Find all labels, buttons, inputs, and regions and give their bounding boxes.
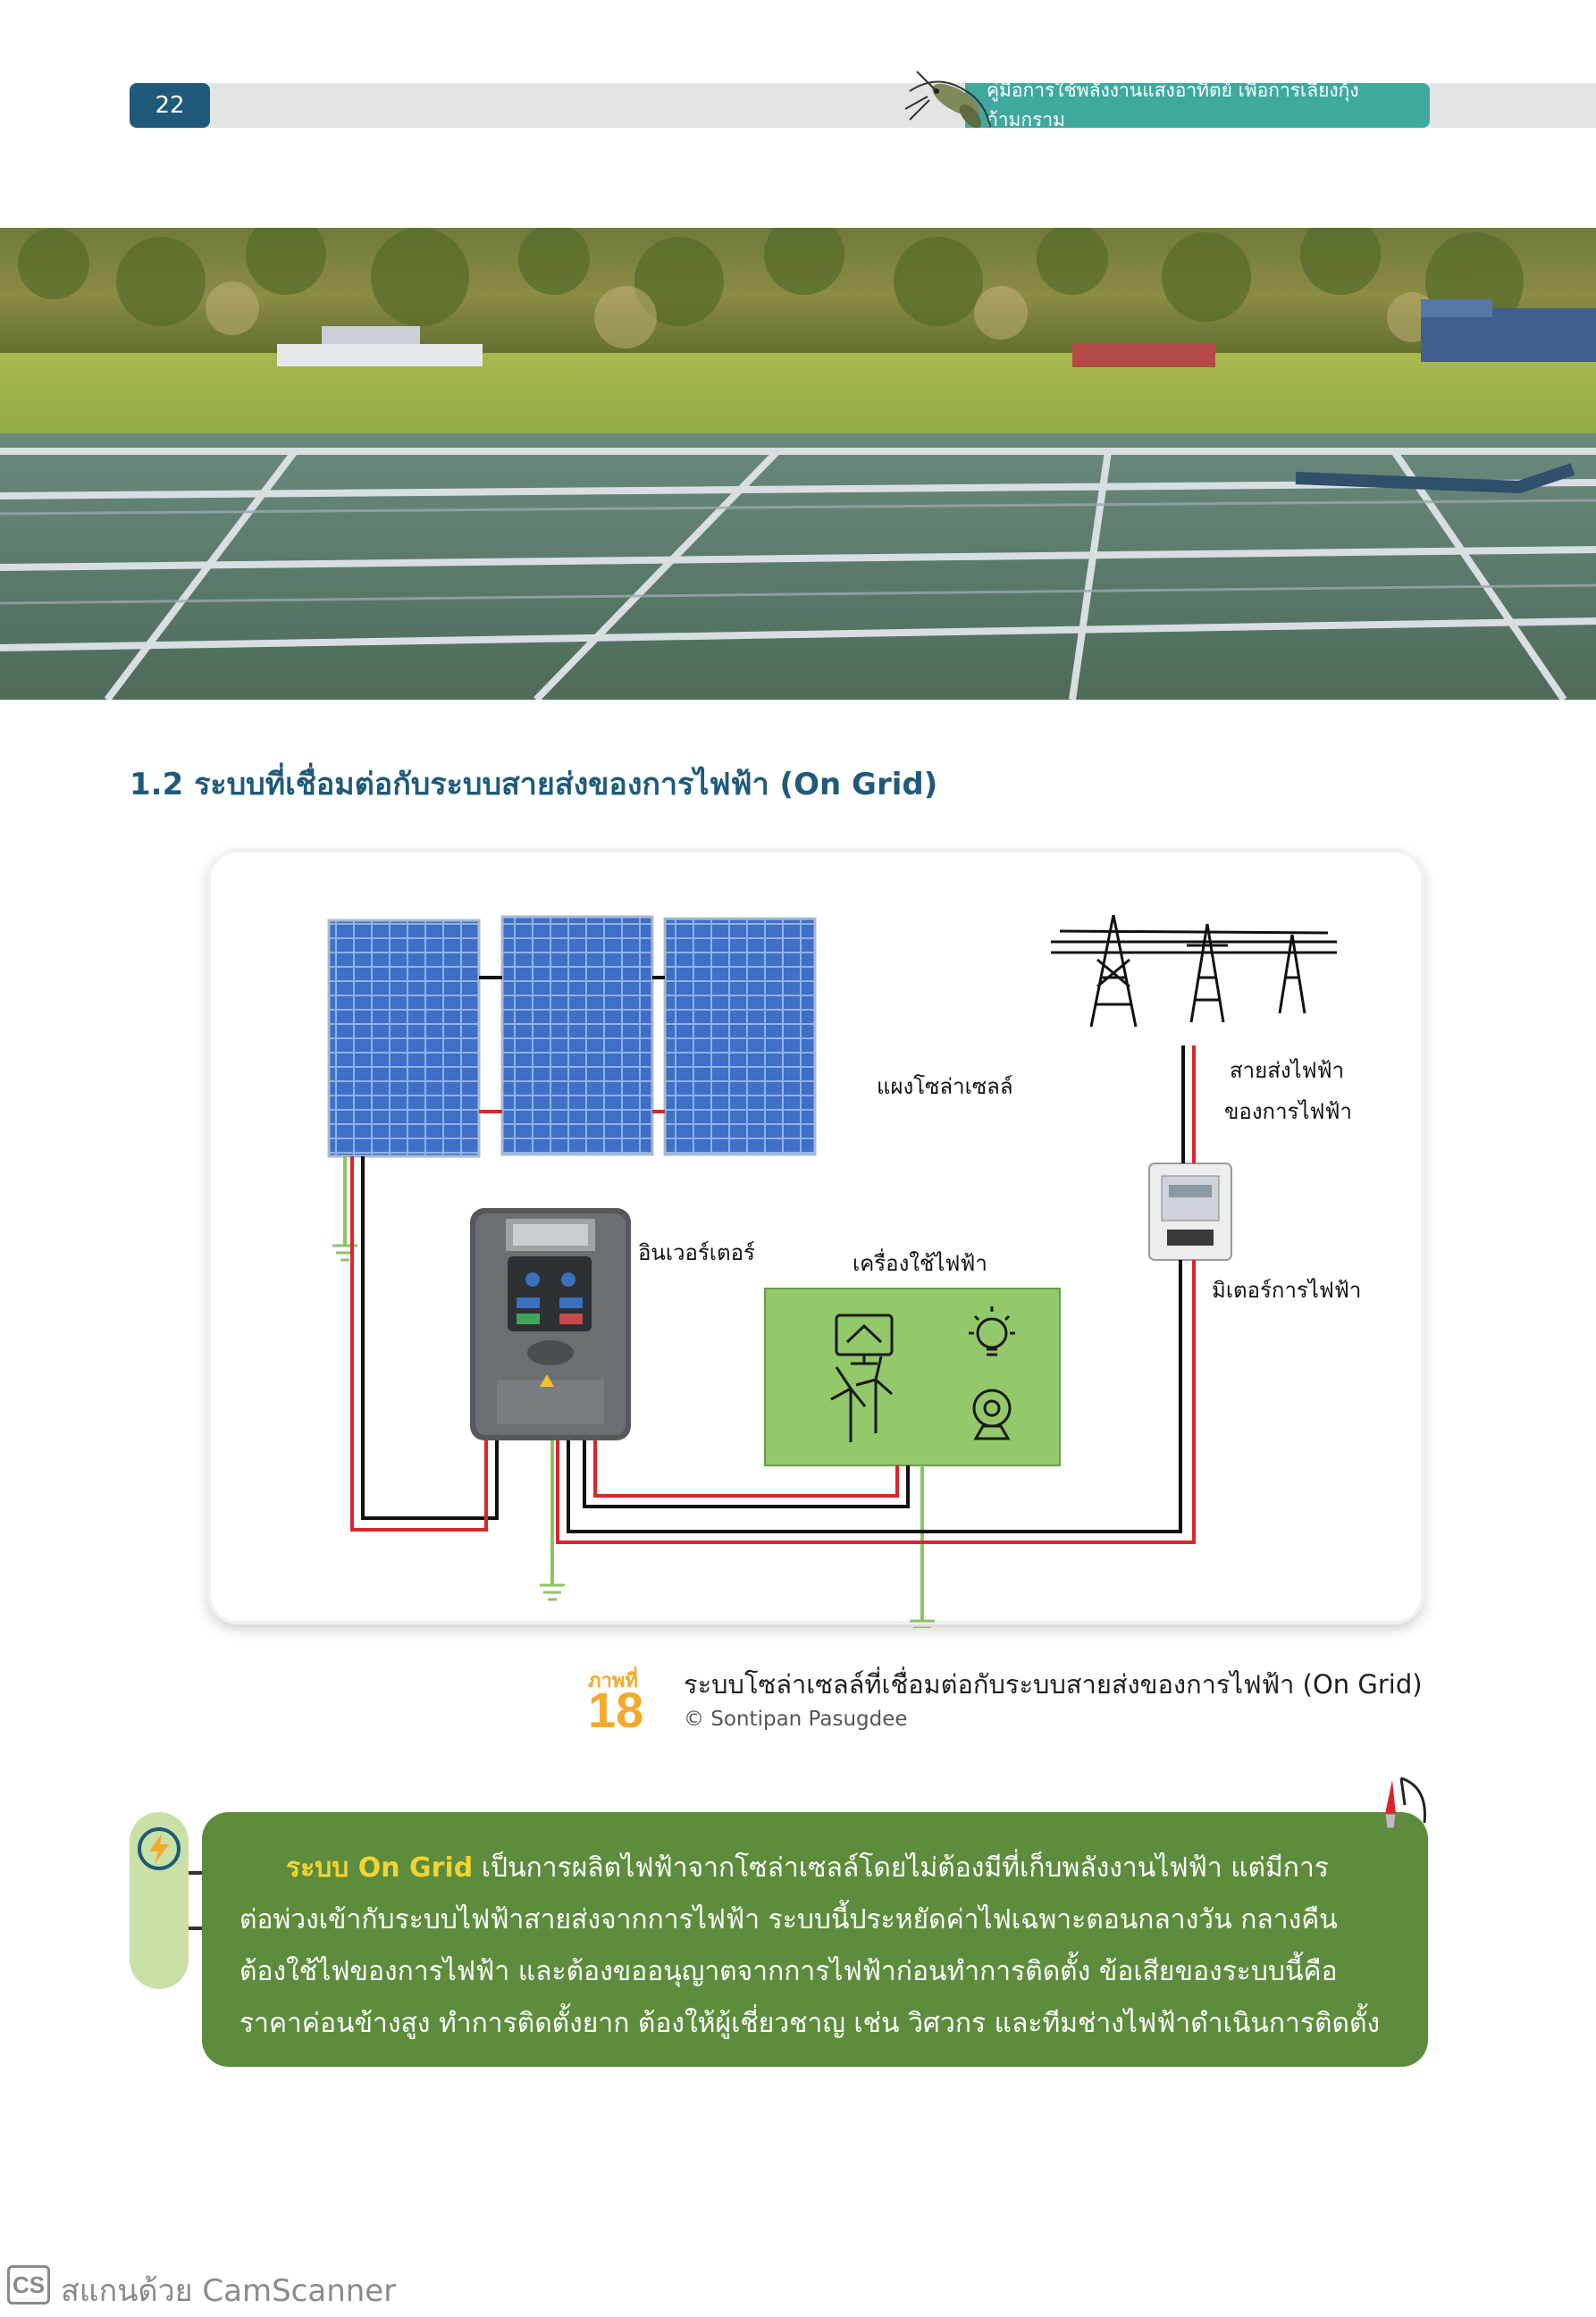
book-title: คู่มือการใช้พลังงานแสงอาทิตย์ เพื่อการเล… — [965, 80, 1430, 130]
figure-credit: © Sontipan Pasugdee — [684, 1708, 908, 1731]
transmission-tower-icon — [1051, 914, 1337, 1028]
ground-symbol — [332, 1244, 935, 1628]
appliances-box — [764, 1288, 1061, 1466]
appliances-label: เครื่องใช้ไฟฟ้า — [853, 1251, 987, 1276]
info-line-1: ระบบ On Grid เป็นการผลิตไฟฟ้าจากโซล่าเซล… — [239, 1843, 1392, 1894]
solar-panels — [327, 915, 817, 1158]
electric-meter — [1148, 1163, 1232, 1261]
tab-connector — [189, 1927, 203, 1930]
alligator-clip-icon — [1384, 1776, 1426, 1829]
diagram-drawing — [327, 914, 1337, 1628]
figure-word: ภาพที่ — [588, 1670, 638, 1692]
meter-label: มิเตอร์การไฟฟ้า — [1212, 1278, 1362, 1303]
on-grid-info-box: ระบบ On Grid เป็นการผลิตไฟฟ้าจากโซล่าเซล… — [202, 1812, 1428, 2067]
on-grid-diagram: แผงโซล่าเซลล์ สายส่งไฟฟ้า ของการไฟฟ้า อิ… — [207, 849, 1424, 1628]
lightning-bolt-icon — [138, 1827, 181, 1870]
grid-line-label-2: ของการไฟฟ้า — [1224, 1099, 1352, 1124]
info-line-2: ต่อพ่วงเข้ากับระบบไฟฟ้าสายส่งจากการไฟฟ้า… — [239, 1904, 1338, 1935]
info-highlight: ระบบ On Grid — [286, 1852, 474, 1884]
inverter-label: อินเวอร์เตอร์ — [638, 1240, 755, 1265]
webcam-icon — [972, 1389, 1012, 1440]
inverter-device — [470, 1208, 631, 1440]
info-line-3: ต้องใช้ไฟของการไฟฟ้า และต้องขออนุญาตจากก… — [239, 1956, 1338, 1987]
figure-number: 18 — [588, 1682, 644, 1738]
section-heading: 1.2 ระบบที่เชื่อมต่อกับระบบสายส่งของการไ… — [130, 767, 938, 802]
fish-farm-photo — [0, 228, 1596, 700]
page-number: 22 — [130, 83, 210, 128]
camscanner-text: สแกนด้วย CamScanner — [61, 2273, 397, 2309]
lightbulb-icon — [969, 1306, 1015, 1356]
camscanner-logo: CS — [7, 2265, 50, 2304]
info-line-4: ราคาค่อนข้างสูง ทำการติดตั้งยาก ต้องให้ผ… — [239, 2008, 1381, 2039]
info-line-1-text: เป็นการผลิตไฟฟ้าจากโซล่าเซลล์โดยไม่ต้องม… — [473, 1852, 1329, 1884]
grid-line-label-1: สายส่งไฟฟ้า — [1230, 1058, 1345, 1083]
wind-turbine-icon — [830, 1356, 893, 1442]
tab-connector — [189, 1871, 203, 1875]
shrimp-icon — [904, 71, 991, 129]
solar-panel-label: แผงโซล่าเซลล์ — [877, 1074, 1013, 1099]
figure-caption: ระบบโซล่าเซลล์ที่เชื่อมต่อกับระบบสายส่งข… — [684, 1669, 1423, 1700]
tv-icon — [835, 1314, 894, 1365]
